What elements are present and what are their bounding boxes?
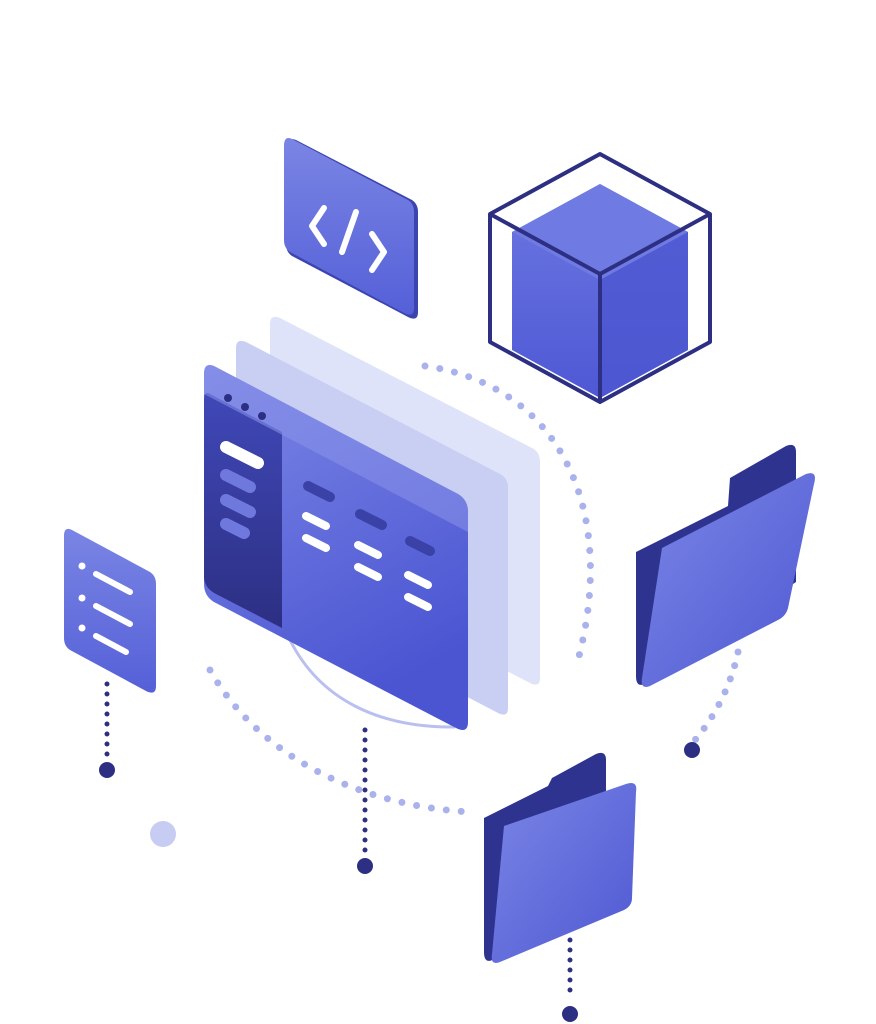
dotted-orbit-ring: [206, 362, 742, 816]
code-card: [284, 138, 418, 319]
window-controls: [224, 394, 266, 420]
connector-end-dot: [99, 762, 115, 778]
code-icon: [309, 205, 387, 273]
list-document-card: [64, 528, 156, 693]
connector-lines: [99, 681, 700, 1022]
browser-window-icon: [204, 365, 468, 730]
folder-icon: [636, 444, 815, 687]
decorative-dot: [150, 821, 176, 847]
cube-icon: [488, 152, 712, 404]
connector-end-dot: [684, 742, 700, 758]
folder-icon: [484, 752, 637, 963]
list-document-icon: [78, 562, 133, 655]
content-rows: [302, 481, 435, 611]
connector-end-dot: [562, 1006, 578, 1022]
sidebar-menu-bars: [220, 441, 264, 539]
connector-end-dot: [357, 858, 373, 874]
